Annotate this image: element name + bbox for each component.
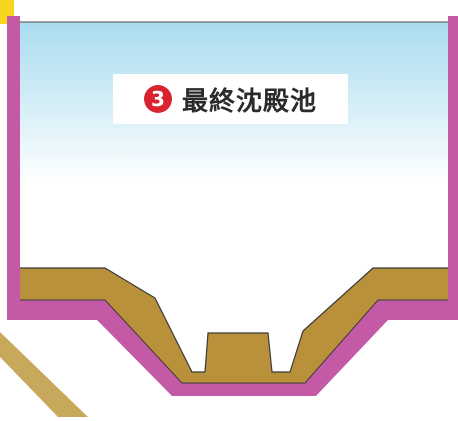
hopper-contour xyxy=(20,299,448,384)
corner-stripe xyxy=(0,332,88,417)
water-body xyxy=(20,22,448,272)
tank-title-label: 3 最終沈殿池 xyxy=(113,74,348,124)
sludge-outline xyxy=(20,267,448,373)
sludge-layer xyxy=(20,268,448,383)
step-number-badge: 3 xyxy=(143,85,172,113)
tank-title-text: 最終沈殿池 xyxy=(181,86,317,117)
